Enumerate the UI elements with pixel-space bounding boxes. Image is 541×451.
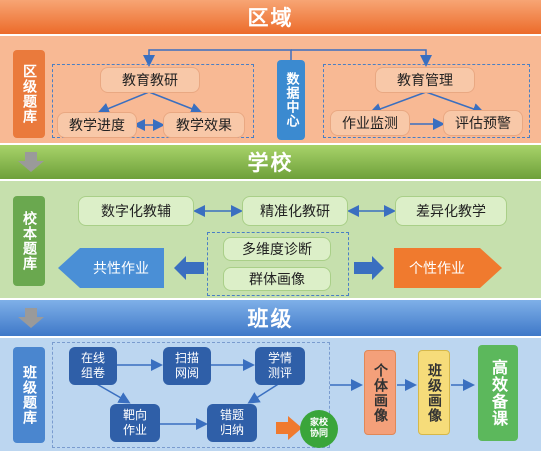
homework-monitor-box: 作业监测	[330, 110, 410, 136]
individual-portrait-box: 个体画像	[364, 350, 396, 435]
region-right-dashed-group	[323, 64, 530, 138]
class-connectors	[94, 359, 475, 430]
education-management-box: 教育管理	[375, 67, 475, 93]
common-homework-arrow	[58, 248, 164, 288]
teaching-progress-box: 教学进度	[57, 112, 137, 138]
personal-homework-label-box: 个性作业	[394, 248, 480, 288]
precise-research-box: 精准化教研	[242, 196, 348, 226]
precise-research-label: 精准化教研	[260, 204, 330, 220]
step-error-summary: 错题归纳	[207, 404, 257, 442]
school-connectors	[193, 205, 396, 217]
orange-arrow-icon	[276, 416, 302, 440]
education-research-label: 教育教研	[122, 73, 178, 89]
region-left-dashed-group	[52, 64, 254, 138]
data-center-label: 数据中心	[283, 72, 299, 128]
step-scan-grading-label: 扫描网阅	[174, 351, 199, 380]
step-online-compose: 在线组卷	[69, 347, 117, 385]
class-title: 班级	[247, 307, 294, 331]
down-arrow-icon	[18, 152, 44, 172]
class-process-dashed-group	[52, 342, 330, 448]
common-homework-label-box: 共性作业	[78, 248, 164, 288]
multi-dimension-diagnosis-label: 多维度诊断	[242, 242, 312, 258]
efficient-lesson-prep-box: 高效备课	[478, 345, 518, 441]
right-arrow-icon	[354, 256, 384, 280]
class-question-bank-label: 班级题库	[21, 365, 37, 425]
region-question-bank: 区级题库	[13, 50, 45, 138]
class-header: 班级	[0, 300, 541, 336]
step-error-summary-label: 错题归纳	[219, 408, 244, 437]
education-research-box: 教育教研	[100, 67, 200, 93]
group-portrait-label: 群体画像	[249, 272, 305, 288]
teaching-effect-box: 教学效果	[163, 112, 245, 138]
home-school-label: 家校协同	[309, 418, 328, 439]
digital-teaching-aid-box: 数字化教辅	[78, 196, 194, 226]
individual-portrait-label: 个体画像	[372, 362, 388, 423]
class-question-bank: 班级题库	[13, 347, 45, 443]
common-homework-label: 共性作业	[93, 261, 149, 277]
teaching-progress-label: 教学进度	[69, 118, 125, 134]
differentiated-teaching-label: 差异化教学	[416, 204, 486, 220]
step-learning-assessment: 学情测评	[255, 347, 305, 385]
region-title: 区域	[247, 6, 294, 30]
assessment-warning-box: 评估预警	[443, 110, 523, 136]
region-question-bank-label: 区级题库	[21, 64, 37, 124]
school-question-bank-label: 校本题库	[21, 211, 37, 271]
data-center-box: 数据中心	[277, 60, 305, 140]
step-targeted-homework-label: 靶向作业	[122, 408, 147, 437]
class-portrait-label: 班级画像	[426, 362, 442, 423]
digital-teaching-aid-label: 数字化教辅	[101, 204, 171, 220]
down-arrow-icon	[18, 308, 44, 328]
school-title: 学校	[247, 151, 294, 175]
group-portrait-box: 群体画像	[223, 267, 331, 291]
region-connectors	[97, 49, 485, 131]
step-scan-grading: 扫描网阅	[163, 347, 211, 385]
education-management-label: 教育管理	[397, 73, 453, 89]
school-header: 学校	[0, 145, 541, 179]
efficient-lesson-prep-label: 高效备课	[489, 359, 508, 427]
homework-monitor-label: 作业监测	[342, 116, 398, 132]
teaching-effect-label: 教学效果	[176, 118, 232, 134]
personal-homework-arrow	[394, 248, 502, 288]
class-portrait-box: 班级画像	[418, 350, 450, 435]
left-arrow-icon	[174, 256, 204, 280]
assessment-warning-label: 评估预警	[455, 116, 511, 132]
school-question-bank: 校本题库	[13, 196, 45, 286]
personal-homework-label: 个性作业	[409, 261, 465, 277]
diagnosis-dashed-group	[207, 232, 349, 296]
step-learning-assessment-label: 学情测评	[267, 351, 292, 380]
step-online-compose-label: 在线组卷	[80, 351, 105, 380]
region-header: 区域	[0, 0, 541, 34]
step-targeted-homework: 靶向作业	[110, 404, 160, 442]
home-school-circle: 家校协同	[300, 410, 338, 448]
multi-dimension-diagnosis-box: 多维度诊断	[223, 237, 331, 261]
differentiated-teaching-box: 差异化教学	[395, 196, 507, 226]
